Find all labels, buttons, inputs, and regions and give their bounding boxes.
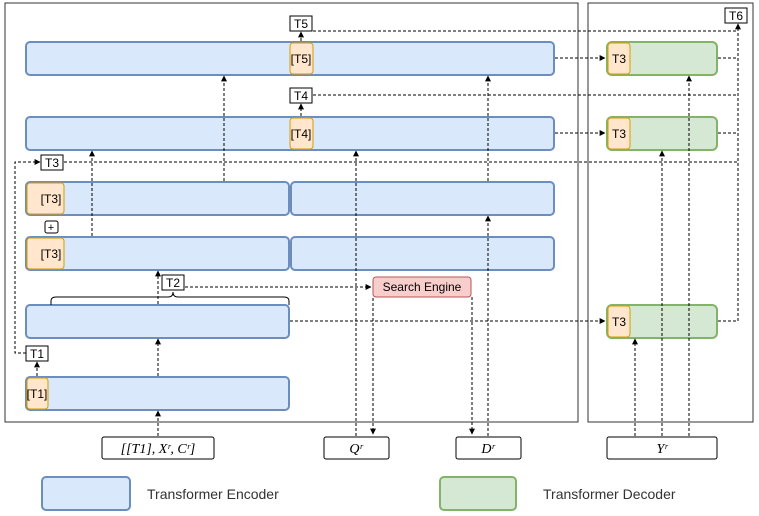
encoder-block-2-right [290, 236, 555, 271]
tag-t4: T4 [294, 89, 308, 103]
token-cell-t4 [289, 117, 314, 150]
encoder-block-1 [25, 304, 290, 339]
tag-t6: T6 [729, 9, 743, 23]
token-cell-t1 [26, 377, 49, 410]
legend-encoder-label: Transformer Encoder [147, 486, 279, 502]
decoder-block-t5 [606, 41, 718, 76]
search-engine-label: Search Engine [383, 280, 462, 294]
tag-t2: T2 [166, 276, 180, 290]
documents-input-box [455, 436, 522, 460]
decoder-token-3: T3 [612, 315, 626, 329]
tag-t5: T5 [294, 17, 308, 31]
encoder-block-3-right [290, 181, 555, 216]
combine-symbol: + [48, 222, 54, 234]
legend-encoder-swatch [41, 476, 131, 511]
decoder-token-cell-3 [607, 305, 631, 338]
tag-t4-box [289, 87, 313, 104]
combine-box [44, 220, 59, 234]
token-t5: [T5] [291, 52, 312, 66]
encoder-input-box [101, 436, 215, 460]
t2-brace [50, 291, 290, 305]
target-input-label: Yʳ [657, 442, 669, 457]
encoder-block-2-left [25, 236, 290, 271]
tag-t1: T1 [30, 347, 44, 361]
token-cell-t3-lower [26, 237, 65, 270]
target-input-box [606, 436, 718, 460]
token-cell-t5 [289, 42, 314, 75]
tag-t3: T3 [45, 156, 59, 170]
token-t1: [T1] [27, 387, 48, 401]
decoder-frame [587, 2, 754, 423]
tag-t2-box [161, 274, 185, 291]
search-engine-box [372, 276, 472, 298]
query-input-label: Qʳ [349, 442, 363, 457]
token-t3-lower: [T3] [41, 247, 62, 261]
token-t4: [T4] [291, 127, 312, 141]
query-input-box [323, 436, 390, 460]
legend-decoder-label: Transformer Decoder [543, 486, 676, 502]
legend-decoder-swatch [439, 476, 517, 511]
decoder-token-cell-2 [607, 117, 631, 150]
encoder-input-label: [[T1], Xʳ, Cʳ] [121, 442, 196, 457]
token-cell-t3-upper [26, 182, 65, 215]
decoder-token-2: T3 [612, 127, 626, 141]
main-model-frame [4, 2, 579, 423]
tag-t3-box [40, 154, 64, 171]
encoder-block-3-left [25, 181, 290, 216]
tag-t5-box [289, 15, 313, 32]
documents-input-label: Dʳ [480, 442, 495, 457]
encoder-block-0 [25, 376, 290, 411]
decoder-token-cell-1 [607, 42, 631, 75]
tag-t6-box [724, 7, 748, 24]
decoder-token-1: T3 [612, 52, 626, 66]
token-t3-upper: [T3] [41, 192, 62, 206]
connectors [14, 23, 741, 436]
